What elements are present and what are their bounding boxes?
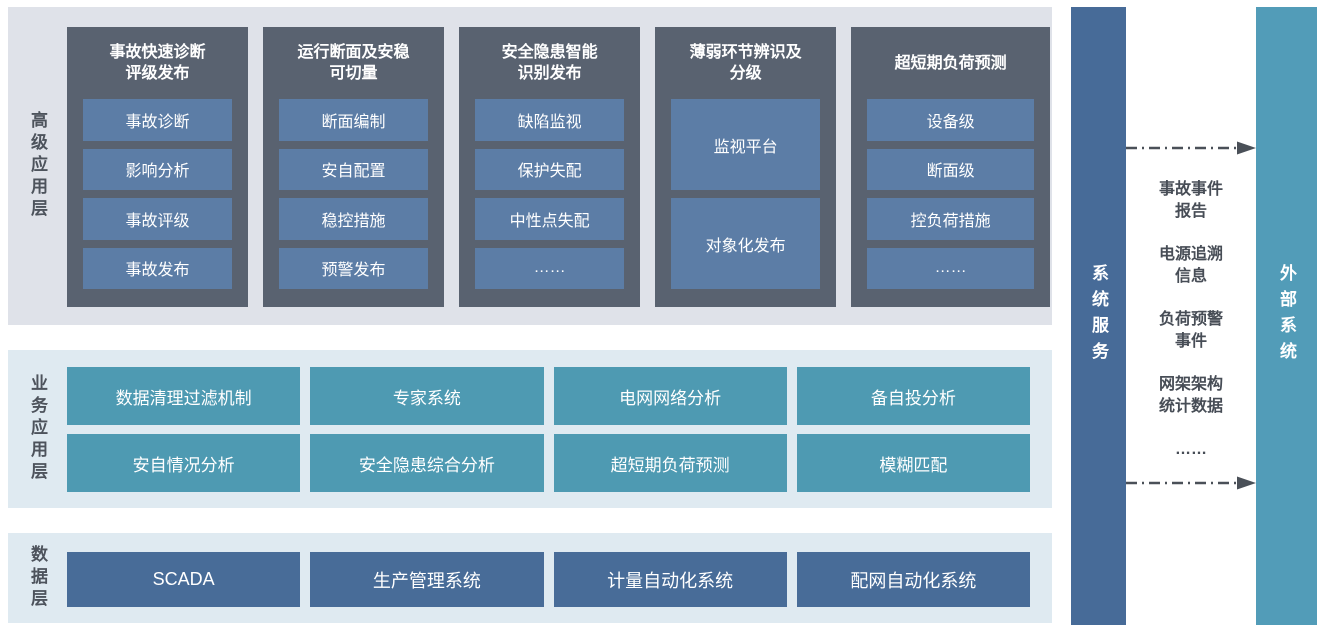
business-layer-label: 业务应用层	[8, 350, 67, 508]
group-item: 缺陷监视	[475, 99, 625, 141]
flow-item: 电源追溯 信息	[1158, 246, 1223, 285]
group-item: 事故评级	[83, 198, 233, 240]
system-service-bar-label: 系统服务	[1089, 264, 1108, 368]
group-title: 事故快速诊断 评级发布	[109, 44, 206, 82]
data-source-box: 配网自动化系统	[796, 552, 1030, 607]
business-box: 模糊匹配	[796, 434, 1030, 492]
group-title: 运行断面及安稳 可切量	[297, 44, 410, 82]
group-weak-link: 薄弱环节辨识及 分级 监视平台 对象化发布	[655, 27, 837, 307]
group-item: ……	[867, 247, 1035, 289]
group-item: 安自配置	[279, 148, 429, 190]
flow-item: 负荷预警 事件	[1158, 311, 1223, 350]
data-layer-label-text: 数据层	[28, 545, 47, 611]
data-grid: SCADA 生产管理系统 计量自动化系统 配网自动化系统	[67, 552, 1030, 607]
data-flow-column: 事故事件 报告 电源追溯 信息 负荷预警 事件 网架架构 统计数据 ……	[1126, 7, 1256, 625]
group-item: 影响分析	[83, 148, 233, 190]
flow-arrow-top-icon	[1126, 141, 1256, 155]
data-source-box: 计量自动化系统	[553, 552, 787, 607]
external-system-bar: 外部系统	[1256, 7, 1317, 625]
data-source-box: 生产管理系统	[310, 552, 544, 607]
business-box: 备自投分析	[796, 367, 1030, 425]
business-box: 专家系统	[310, 367, 544, 425]
group-title: 安全隐患智能 识别发布	[501, 44, 598, 82]
group-item: 设备级	[867, 99, 1035, 141]
data-source-box: SCADA	[67, 552, 301, 607]
business-application-layer: 业务应用层 数据清理过滤机制 专家系统 电网网络分析 备自投分析 安自情况分析 …	[8, 350, 1052, 508]
data-layer: 数据层 SCADA 生产管理系统 计量自动化系统 配网自动化系统	[8, 533, 1052, 623]
flow-items: 事故事件 报告 电源追溯 信息 负荷预警 事件 网架架构 统计数据 ……	[1126, 179, 1256, 461]
group-title: 超短期负荷预测	[894, 54, 1007, 72]
group-item: 监视平台	[671, 99, 821, 190]
group-item: 稳控措施	[279, 198, 429, 240]
group-operation-section: 运行断面及安稳 可切量 断面编制 安自配置 稳控措施 预警发布	[263, 27, 445, 307]
business-box: 安自情况分析	[67, 434, 301, 492]
data-layer-label: 数据层	[8, 533, 67, 623]
business-layer-label-text: 业务应用层	[28, 374, 47, 484]
group-item: 断面级	[867, 148, 1035, 190]
group-item: 断面编制	[279, 99, 429, 141]
group-item: ……	[475, 247, 625, 289]
advanced-groups: 事故快速诊断 评级发布 事故诊断 影响分析 事故评级 事故发布 运行断面及安稳 …	[67, 27, 1051, 307]
group-item: 保护失配	[475, 148, 625, 190]
advanced-layer-label: 高级应用层	[8, 7, 67, 325]
group-item: 控负荷措施	[867, 198, 1035, 240]
system-service-bar: 系统服务	[1071, 7, 1126, 625]
business-box: 数据清理过滤机制	[67, 367, 301, 425]
group-items: 缺陷监视 保护失配 中性点失配 ……	[475, 99, 625, 289]
business-box: 超短期负荷预测	[553, 434, 787, 492]
group-item: 预警发布	[279, 247, 429, 289]
advanced-application-layer: 高级应用层 事故快速诊断 评级发布 事故诊断 影响分析 事故评级 事故发布 运行…	[8, 7, 1052, 325]
group-items: 断面编制 安自配置 稳控措施 预警发布	[279, 99, 429, 289]
flow-item: ……	[1175, 441, 1207, 458]
business-grid: 数据清理过滤机制 专家系统 电网网络分析 备自投分析 安自情况分析 安全隐患综合…	[67, 367, 1030, 492]
group-hidden-danger: 安全隐患智能 识别发布 缺陷监视 保护失配 中性点失配 ……	[459, 27, 641, 307]
group-accident-diagnosis: 事故快速诊断 评级发布 事故诊断 影响分析 事故评级 事故发布	[67, 27, 249, 307]
business-box: 电网网络分析	[553, 367, 787, 425]
group-item: 事故诊断	[83, 99, 233, 141]
flow-item: 事故事件 报告	[1158, 181, 1223, 220]
flow-item: 网架架构 统计数据	[1158, 376, 1223, 415]
flow-arrow-bottom-icon	[1126, 476, 1256, 490]
group-item: 事故发布	[83, 247, 233, 289]
advanced-layer-label-text: 高级应用层	[28, 111, 47, 221]
group-title: 薄弱环节辨识及 分级	[689, 44, 802, 82]
group-item: 中性点失配	[475, 198, 625, 240]
group-items: 事故诊断 影响分析 事故评级 事故发布	[83, 99, 233, 289]
group-items: 设备级 断面级 控负荷措施 ……	[867, 99, 1035, 289]
group-item: 对象化发布	[671, 198, 821, 289]
external-system-bar-label: 外部系统	[1277, 264, 1296, 368]
business-box: 安全隐患综合分析	[310, 434, 544, 492]
group-items: 监视平台 对象化发布	[671, 99, 821, 289]
group-load-forecast: 超短期负荷预测 设备级 断面级 控负荷措施 ……	[851, 27, 1051, 307]
